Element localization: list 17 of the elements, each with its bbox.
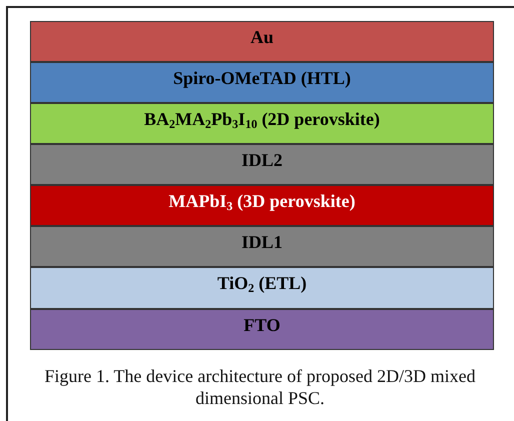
layer-band: [30, 21, 494, 62]
layer-band: [30, 267, 494, 309]
layer-band: [30, 144, 494, 185]
layer-label: FTO: [244, 315, 280, 335]
layer-label: IDL2: [241, 150, 282, 170]
layer-label: MAPbI$_{3}$ (3D perovskite): [168, 191, 356, 211]
layer-label: BA$_{2}$MA$_{2}$Pb$_{3}$I$_{10}$ (2D perovskite): [144, 109, 380, 129]
layer-label: IDL1: [241, 232, 282, 252]
layer-label: TiO$_{2}$ (ETL): [217, 273, 307, 293]
layer-band: [30, 185, 494, 226]
layer-band: [30, 103, 494, 144]
layer-band: [30, 62, 494, 103]
layer-label: Spiro-OMeTAD (HTL): [173, 68, 351, 88]
layer-band: [30, 309, 494, 350]
figure-caption: Figure 1. The device architecture of proposed 2D/3D mixed dimensional PSC.: [43, 365, 477, 409]
layer-band: [30, 226, 494, 267]
layer-label: Au: [250, 27, 274, 47]
